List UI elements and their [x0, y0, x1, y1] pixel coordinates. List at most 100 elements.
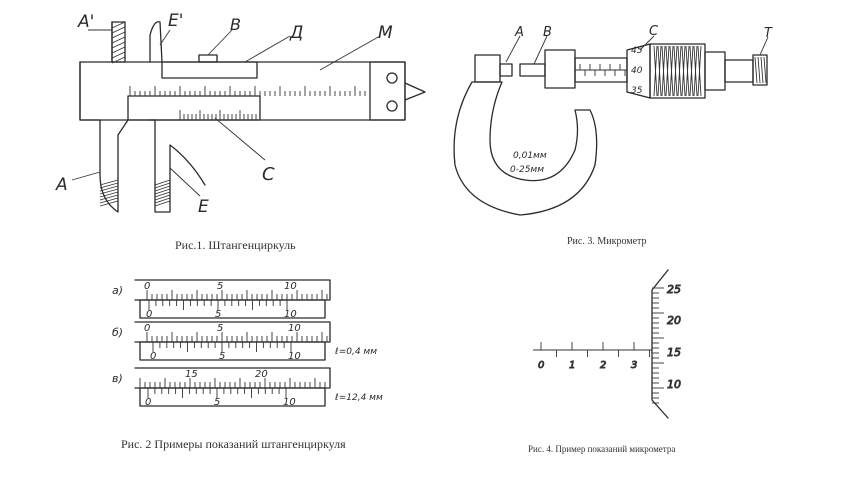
- label-e-lower: E: [198, 197, 209, 217]
- thimble-label: 15: [667, 346, 681, 359]
- leader-b: [533, 35, 548, 65]
- hatch-line: [154, 188, 171, 195]
- knurl-line: [665, 45, 670, 97]
- knurl-line: [661, 45, 666, 97]
- thimble-label: 25: [667, 283, 681, 296]
- thimble-edge: [651, 269, 669, 419]
- vernier-plate: [139, 387, 326, 407]
- hatch-line: [154, 185, 171, 192]
- hatch-line: [111, 26, 126, 34]
- sleeve-label: 3: [631, 360, 637, 371]
- vernier-plate: [139, 299, 326, 319]
- thimble-number-35: 35: [631, 86, 643, 96]
- leader-e-lower: [169, 167, 201, 197]
- label-c: C: [262, 164, 275, 185]
- thimble-number-40: 40: [631, 66, 643, 76]
- ratchet-knurl-line: [757, 56, 761, 84]
- anvil-block: [474, 54, 501, 83]
- reading-note: ℓ=0,4 мм: [334, 347, 377, 357]
- row-marker: в): [112, 372, 123, 385]
- hatch-line: [99, 191, 119, 198]
- hatch-line: [154, 197, 171, 204]
- main-scale-label: 10: [288, 323, 301, 334]
- caliper-main-scale: [129, 86, 366, 120]
- hatch-line: [99, 194, 119, 201]
- label-m: M: [378, 23, 393, 43]
- hatch-line: [111, 31, 126, 39]
- leader-t: [759, 36, 769, 56]
- main-scale-label: 0: [144, 281, 150, 292]
- jaw-hatching: [99, 21, 171, 207]
- micrometer-frame: [453, 81, 598, 216]
- hatch-line: [111, 56, 126, 64]
- knurl-line: [677, 45, 682, 97]
- label-a: A: [514, 25, 524, 40]
- vernier-body: [127, 95, 261, 121]
- sleeve-label: 0: [538, 360, 544, 371]
- knurl-line: [669, 45, 674, 97]
- thimble-label: 10: [667, 378, 681, 391]
- hatch-line: [154, 200, 171, 207]
- thimble-label: 20: [667, 314, 681, 327]
- vernier-label: 10: [283, 397, 296, 408]
- vernier-label: 5: [215, 309, 221, 320]
- ratchet-knurl: [754, 56, 767, 84]
- main-scale-plate: [134, 321, 331, 343]
- caption-fig2: Рис. 2 Примеры показаний штангенциркуля: [121, 437, 346, 451]
- spindle: [519, 63, 546, 77]
- vernier-label: 5: [214, 397, 220, 408]
- screw-head-2: [386, 100, 398, 112]
- hatch-line: [99, 188, 119, 195]
- ratchet-knurl-line: [763, 56, 767, 84]
- caption-fig4: Рис. 4. Пример показаний микрометра: [528, 444, 675, 454]
- hatch-line: [99, 200, 119, 207]
- vernier-label: 0: [145, 397, 151, 408]
- label-t: T: [764, 26, 773, 41]
- hatch-line: [111, 51, 126, 59]
- label-a-lower: A: [55, 175, 68, 195]
- leader-m: [319, 35, 381, 71]
- depth-housing: [369, 61, 406, 121]
- vernier-label: 0: [146, 309, 152, 320]
- label-a-upper: A': [77, 12, 94, 32]
- depth-rod: [404, 82, 426, 101]
- lower-moving-jaw: [149, 119, 206, 213]
- clamp-screw: [198, 54, 218, 63]
- hatch-line: [99, 197, 119, 204]
- screw-head-1: [386, 72, 398, 84]
- anvil-face: [499, 63, 513, 77]
- main-scale-label: 5: [217, 281, 223, 292]
- ratchet-knurl-line: [754, 56, 758, 84]
- label-b: B: [230, 15, 241, 34]
- main-scale-label: 5: [217, 323, 223, 334]
- ratchet-knurl-line: [760, 56, 764, 84]
- main-scale-label: 0: [144, 323, 150, 334]
- upper-moving-jaw: [149, 21, 163, 63]
- frame-text-resolution: 0,01мм: [513, 151, 547, 161]
- frame-boss: [544, 49, 576, 89]
- leader-b: [207, 29, 233, 56]
- ratchet-shaft: [724, 59, 754, 83]
- knurl-line: [697, 45, 702, 97]
- reading-note: ℓ=12,4 мм: [334, 393, 383, 403]
- fig4-micrometer-reading: 0 1 2 3 25 20 15 10 Рис. 4. Пример показаний м…: [528, 269, 681, 454]
- leader-c: [639, 35, 655, 51]
- fig3-micrometer: 0,01мм 0-25мм 45 40 35 A B C T Рис. 3. М…: [453, 24, 773, 247]
- hatch-line: [154, 182, 171, 189]
- hatch-line: [111, 41, 126, 49]
- hatch-line: [111, 21, 126, 29]
- sleeve-label: 2: [600, 360, 606, 371]
- caliper-beam: [79, 61, 406, 121]
- label-e-upper: E': [168, 11, 183, 31]
- vernier-label: 10: [288, 351, 301, 362]
- main-scale-label: 10: [284, 281, 297, 292]
- main-scale-plate: [134, 279, 331, 301]
- label-c: C: [649, 24, 659, 39]
- sleeve-label: 1: [569, 360, 575, 371]
- main-scale-plate: [134, 367, 331, 389]
- hatch-line: [111, 36, 126, 44]
